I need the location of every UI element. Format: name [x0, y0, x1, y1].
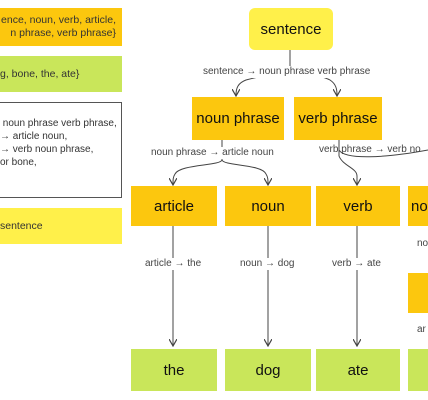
node-verb-phrase: verb phrase: [294, 97, 382, 140]
leaf-the: the: [131, 349, 217, 391]
terminals-box: g, bone, the, ate}: [0, 56, 122, 92]
rule-label-noun-phrase: noun phrase → article noun: [150, 147, 275, 159]
rule-label-partial-2: ar: [416, 324, 427, 336]
start-symbol-text: sentence: [0, 220, 43, 232]
edge-nounphrase-noun: [221, 140, 268, 184]
categories-box: ence, noun, verb, article, n phrase, ver…: [0, 8, 122, 46]
edge-verbphrase-partial: [338, 140, 428, 158]
categories-text: ence, noun, verb, article, n phrase, ver…: [1, 14, 116, 39]
rule-label-verb-phrase: verb phrase → verb no: [319, 144, 421, 155]
node-noun-partial-label: no: [411, 197, 428, 215]
rule-label-noun: noun → dog: [239, 258, 296, 270]
leaf-partial: [408, 349, 428, 391]
rule-label-sentence: sentence → noun phrase verb phrase: [202, 66, 372, 78]
terminals-text: g, bone, the, ate}: [0, 68, 80, 80]
leaf-dog: dog: [225, 349, 311, 391]
rules-box: noun phrase verb phrase, → article noun,…: [0, 102, 122, 198]
start-symbol-box: sentence: [0, 208, 122, 244]
node-sentence: sentence: [249, 8, 333, 50]
node-verb: verb: [316, 186, 400, 226]
node-partial-lower: [408, 273, 428, 313]
node-article: article: [131, 186, 217, 226]
node-noun: noun: [225, 186, 311, 226]
node-noun-phrase: noun phrase: [192, 97, 284, 140]
node-noun-partial: no: [408, 186, 428, 226]
rule-label-article: article → the: [144, 258, 203, 270]
edge-verbphrase-verb: [338, 140, 357, 184]
rule-label-partial-1: no: [416, 238, 428, 250]
leaf-ate: ate: [316, 349, 400, 391]
rule-label-verb: verb → ate: [331, 258, 382, 270]
edge-nounphrase-article: [173, 140, 223, 184]
rules-text: noun phrase verb phrase, → article noun,…: [0, 118, 117, 168]
